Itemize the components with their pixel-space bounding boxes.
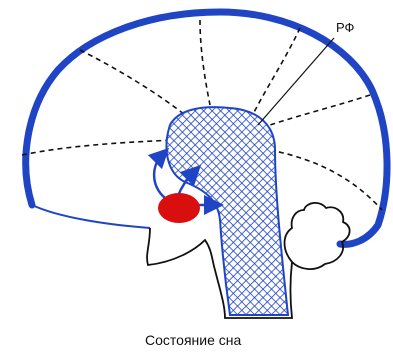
rf-pointer-line [258, 38, 334, 125]
rf-label: РФ [336, 20, 355, 35]
diagram-caption: Состояние сна [145, 332, 241, 348]
cortex-inner-line [32, 205, 150, 228]
red-nucleus [158, 193, 200, 223]
arrow-left-up [154, 155, 165, 198]
